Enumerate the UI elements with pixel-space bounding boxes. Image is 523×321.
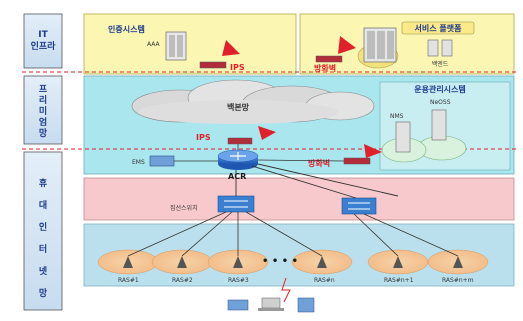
ras-label-nm: RAS#n+m — [442, 277, 474, 284]
service-platform-title: 서비스 플랫폼 — [415, 23, 463, 33]
ras-label-2: RAS#2 — [172, 277, 193, 284]
auth-system-band — [83, 13, 297, 75]
nms-label: NMS — [390, 113, 404, 120]
acr-ras-far-link — [257, 163, 399, 197]
ips-label-top: IPS — [230, 63, 245, 72]
ips-warning-arrow-top — [222, 40, 240, 56]
side-panel-premium: 프 리 미 엄 망 — [23, 75, 63, 145]
ips-warning-arrow-premium — [258, 126, 276, 140]
backend-server-icon — [427, 39, 453, 57]
ras-tower-icon-1 — [123, 256, 133, 268]
firewall-device-icon-top — [315, 55, 343, 63]
wireless-signal-icon — [281, 277, 291, 303]
ips-label-premium: IPS — [196, 133, 211, 142]
ops-system-title: 운용관리시스템 — [414, 84, 466, 94]
premium-label-char3: 미 — [39, 105, 47, 117]
neoss-server-icon — [431, 109, 447, 141]
premium-label-char4: 엄 — [39, 116, 47, 128]
ras-ellipsis: • • • • — [262, 256, 298, 267]
firewall-device-icon-premium — [343, 157, 371, 165]
premium-label-char2: 리 — [39, 94, 47, 106]
aaa-label: AAA — [147, 41, 161, 48]
backend-label: 백엔드 — [432, 60, 449, 68]
auth-system-title: 인증시스템 — [108, 24, 145, 34]
mobile-label-char2: 대 — [39, 199, 47, 211]
acr-firewall-link — [257, 159, 345, 162]
aggregation-switch-icon-2 — [341, 197, 377, 215]
ras-tower-icon-n — [317, 256, 327, 268]
ips-device-icon-premium — [227, 137, 253, 145]
aaa-server-icon — [165, 31, 187, 61]
pda-icon — [297, 297, 315, 313]
firewall-warning-arrow-top — [338, 36, 356, 54]
switch-band — [83, 177, 515, 221]
premium-label-char5: 망 — [39, 127, 48, 139]
backbone-cloud — [131, 79, 375, 124]
ras-label-1: RAS#1 — [118, 277, 139, 284]
nms-server-icon — [395, 121, 411, 153]
ips-device-icon-top — [199, 61, 227, 69]
ras-label-3: RAS#3 — [228, 277, 249, 284]
mobile-label-char4: 터 — [39, 243, 47, 255]
mobile-label-char3: 인 — [39, 222, 47, 233]
it-label-line2: 인프라 — [31, 40, 57, 52]
mobile-device-icon — [227, 299, 249, 311]
acr-router-icon — [217, 149, 259, 170]
firewall-label-premium: 방화벽 — [308, 158, 330, 168]
acr-label: ACR — [228, 172, 246, 181]
firewall-label-top: 방화벽 — [314, 63, 336, 73]
ras-tower-icon-3 — [233, 256, 243, 268]
ras-tower-icon-n1 — [393, 256, 403, 268]
neoss-label: NeOSS — [430, 99, 451, 106]
ras-label-n1: RAS#n+1 — [384, 277, 414, 284]
ras-tower-icon-nm — [453, 256, 463, 268]
ems-device-icon — [149, 155, 175, 167]
aggregation-switch-icon-1 — [217, 195, 255, 213]
side-panel-it-infra: IT 인프라 — [23, 13, 63, 69]
firewall-warning-arrow-premium — [364, 144, 382, 158]
mobile-label-char1: 휴 — [39, 177, 48, 189]
ras-tower-icons — [123, 256, 463, 268]
ras-label-n: RAS#n — [314, 277, 335, 284]
switch-ras-links — [127, 211, 459, 257]
service-platform-title-box — [401, 21, 475, 35]
switch-label: 집선스위치 — [170, 204, 198, 212]
side-panel-mobile-internet: 휴 대 인 터 넷 망 — [23, 151, 63, 311]
ems-label: EMS — [132, 159, 145, 166]
premium-label-char1: 프 — [39, 84, 48, 95]
mobile-label-char5: 넷 — [39, 265, 48, 277]
laptop-icon — [258, 297, 284, 311]
it-label-line1: IT — [38, 30, 48, 40]
service-platform-server-rack — [363, 27, 397, 63]
ras-tower-icon-2 — [177, 256, 187, 268]
mobile-label-char6: 망 — [39, 287, 48, 299]
acr-switch2-link — [251, 165, 357, 199]
backbone-label: 백본망 — [227, 102, 250, 112]
